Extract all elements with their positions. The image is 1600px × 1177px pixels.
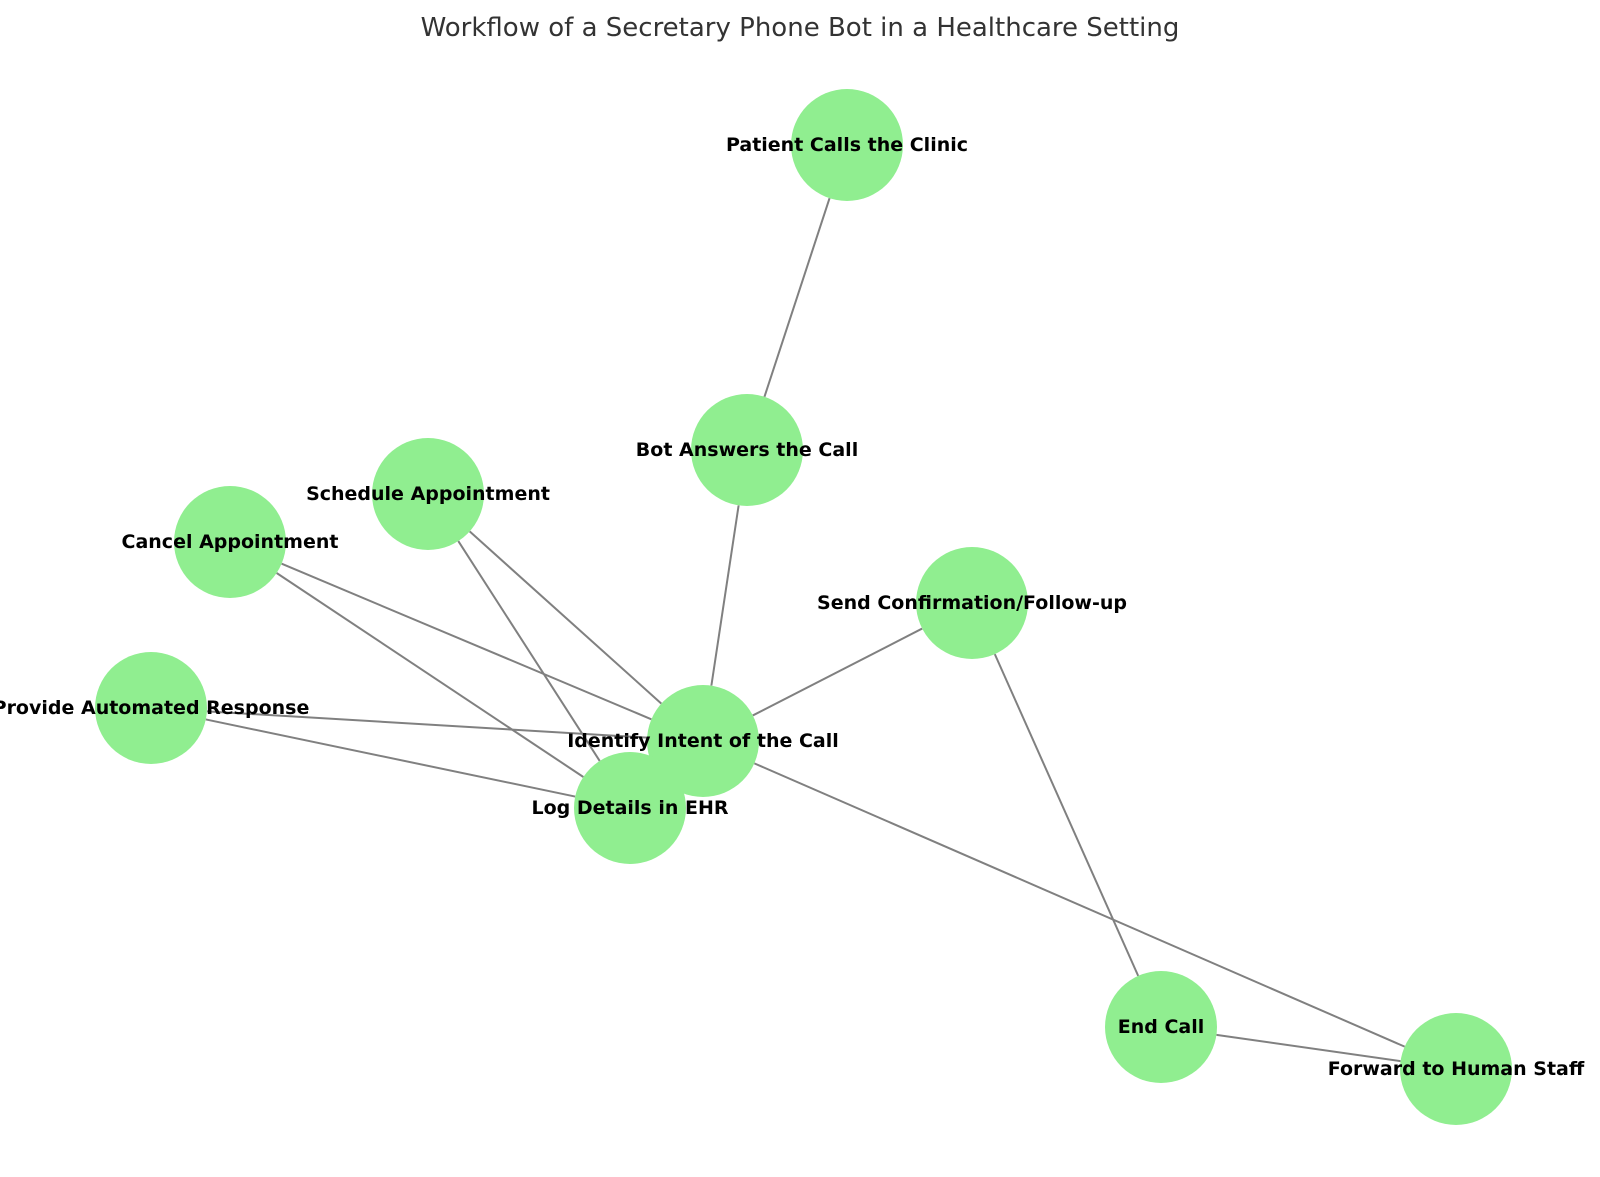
node-label-end-call: End Call [1118, 1016, 1205, 1038]
edge-cancel-to-log-details [276, 572, 584, 778]
edge-identify-intent-to-schedule [468, 530, 663, 705]
node-label-bot-answers: Bot Answers the Call [636, 439, 858, 461]
edge-end-call-to-forward-staff [1216, 1033, 1401, 1063]
node-automated-response [95, 652, 207, 764]
node-end-call [1105, 971, 1217, 1083]
edge-bot-answers-to-identify-intent [710, 505, 740, 686]
edge-identify-intent-to-forward-staff [753, 762, 1406, 1048]
node-label-schedule: Schedule Appointment [306, 483, 550, 505]
edge-send-confirmation-to-end-call [993, 653, 1140, 977]
node-label-identify-intent: Identify Intent of the Call [567, 730, 839, 752]
node-label-cancel: Cancel Appointment [122, 531, 339, 553]
edge-identify-intent-to-cancel [281, 562, 652, 721]
node-label-patient-calls: Patient Calls the Clinic [726, 134, 968, 156]
edge-identify-intent-to-automated-response [206, 710, 648, 739]
node-patient-calls [791, 89, 903, 201]
node-label-send-confirmation: Send Confirmation/Follow-up [817, 592, 1127, 614]
edge-identify-intent-to-send-confirmation [752, 627, 923, 717]
node-log-details [574, 752, 686, 864]
edges-layer [205, 197, 1406, 1063]
node-schedule [372, 438, 484, 550]
node-identify-intent [647, 685, 759, 797]
diagram-title: Workflow of a Secretary Phone Bot in a H… [421, 13, 1180, 43]
nodes-layer [95, 89, 1512, 1125]
node-bot-answers [691, 394, 803, 506]
node-forward-staff [1400, 1013, 1512, 1125]
node-send-confirmation [916, 547, 1028, 659]
node-label-forward-staff: Forward to Human Staff [1328, 1058, 1585, 1080]
node-label-log-details: Log Details in EHR [531, 797, 728, 819]
node-label-automated-response: Provide Automated Response [0, 697, 309, 719]
node-cancel [174, 486, 286, 598]
edge-patient-calls-to-bot-answers [763, 197, 831, 398]
edge-schedule-to-log-details [457, 540, 601, 762]
edge-automated-response-to-log-details [205, 718, 576, 798]
